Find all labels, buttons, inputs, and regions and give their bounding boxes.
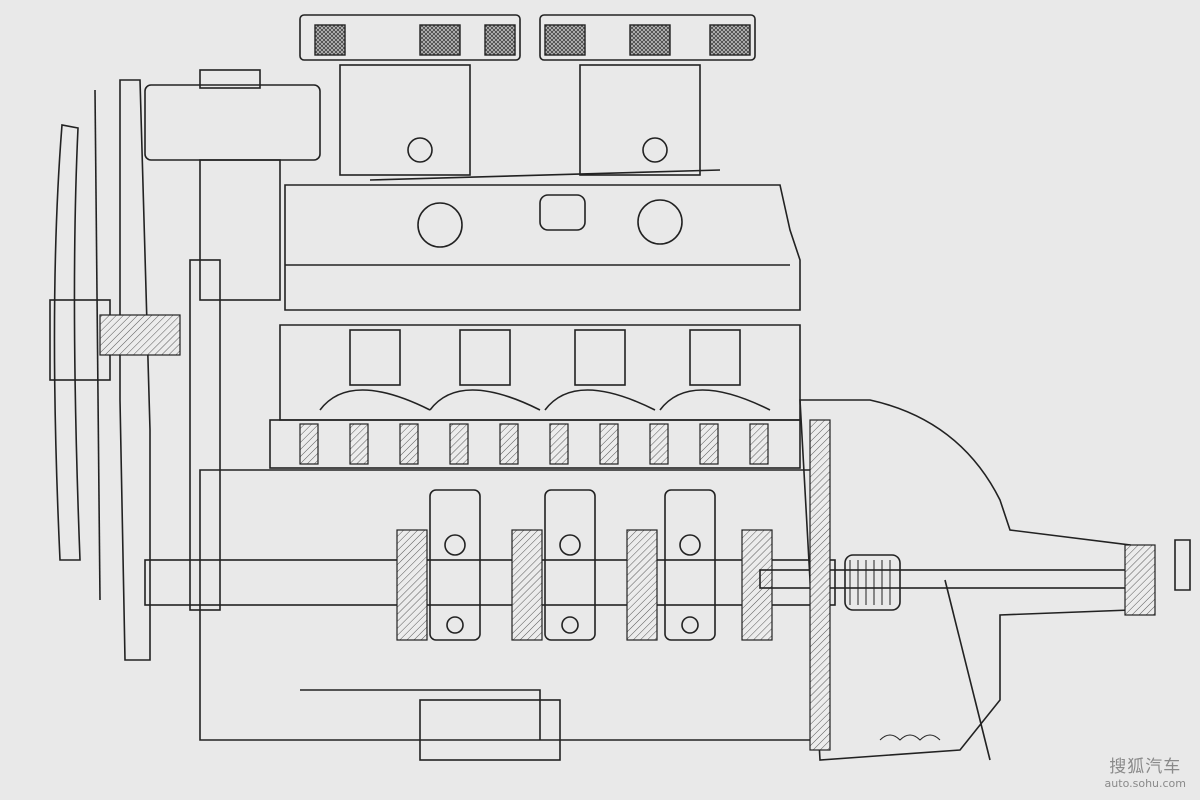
cylinder-port bbox=[429, 389, 541, 411]
cylinders bbox=[319, 329, 771, 411]
main-bearing bbox=[511, 529, 543, 641]
cylinder-port bbox=[659, 389, 771, 411]
cam-lobes bbox=[299, 423, 769, 465]
cylinder-valve bbox=[689, 329, 741, 386]
cam-lobe bbox=[299, 423, 319, 465]
air-filter-left bbox=[299, 14, 521, 61]
connecting-rod bbox=[429, 489, 481, 641]
cam-lobe bbox=[549, 423, 569, 465]
connecting-rod bbox=[664, 489, 716, 641]
air-filter-right bbox=[539, 14, 756, 61]
carburettors bbox=[339, 64, 721, 181]
front-cover bbox=[99, 69, 321, 661]
cylinder-port bbox=[319, 389, 431, 411]
cam-lobe bbox=[349, 423, 369, 465]
watermark-brand: 搜狐汽车 bbox=[1109, 757, 1182, 777]
cylinder-valve bbox=[349, 329, 401, 386]
gudgeon-pin bbox=[444, 534, 466, 556]
cam-lobe bbox=[649, 423, 669, 465]
transmission bbox=[759, 399, 1191, 761]
cylinder-port bbox=[544, 389, 656, 411]
crank-pin bbox=[446, 616, 464, 634]
main-bearing bbox=[741, 529, 773, 641]
main-bearing bbox=[396, 529, 428, 641]
cam-lobe bbox=[699, 423, 719, 465]
connecting-rod bbox=[544, 489, 596, 641]
crank-pin bbox=[561, 616, 579, 634]
gudgeon-pin bbox=[559, 534, 581, 556]
cam-lobe bbox=[399, 423, 419, 465]
watermark: 搜狐汽车 auto.sohu.com bbox=[1105, 752, 1186, 790]
cam-lobe bbox=[449, 423, 469, 465]
cam-lobe bbox=[749, 423, 769, 465]
camshaft bbox=[269, 419, 801, 469]
cam-lobe bbox=[599, 423, 619, 465]
watermark-url: auto.sohu.com bbox=[1104, 777, 1186, 790]
crankcase bbox=[144, 469, 836, 761]
crank-pin bbox=[681, 616, 699, 634]
gudgeon-pin bbox=[679, 534, 701, 556]
main-bearing bbox=[626, 529, 658, 641]
cooling-fan bbox=[49, 89, 111, 601]
crankshaft-assembly bbox=[396, 489, 773, 641]
cylinder-valve bbox=[459, 329, 511, 386]
cylinder-valve bbox=[574, 329, 626, 386]
cam-lobe bbox=[499, 423, 519, 465]
